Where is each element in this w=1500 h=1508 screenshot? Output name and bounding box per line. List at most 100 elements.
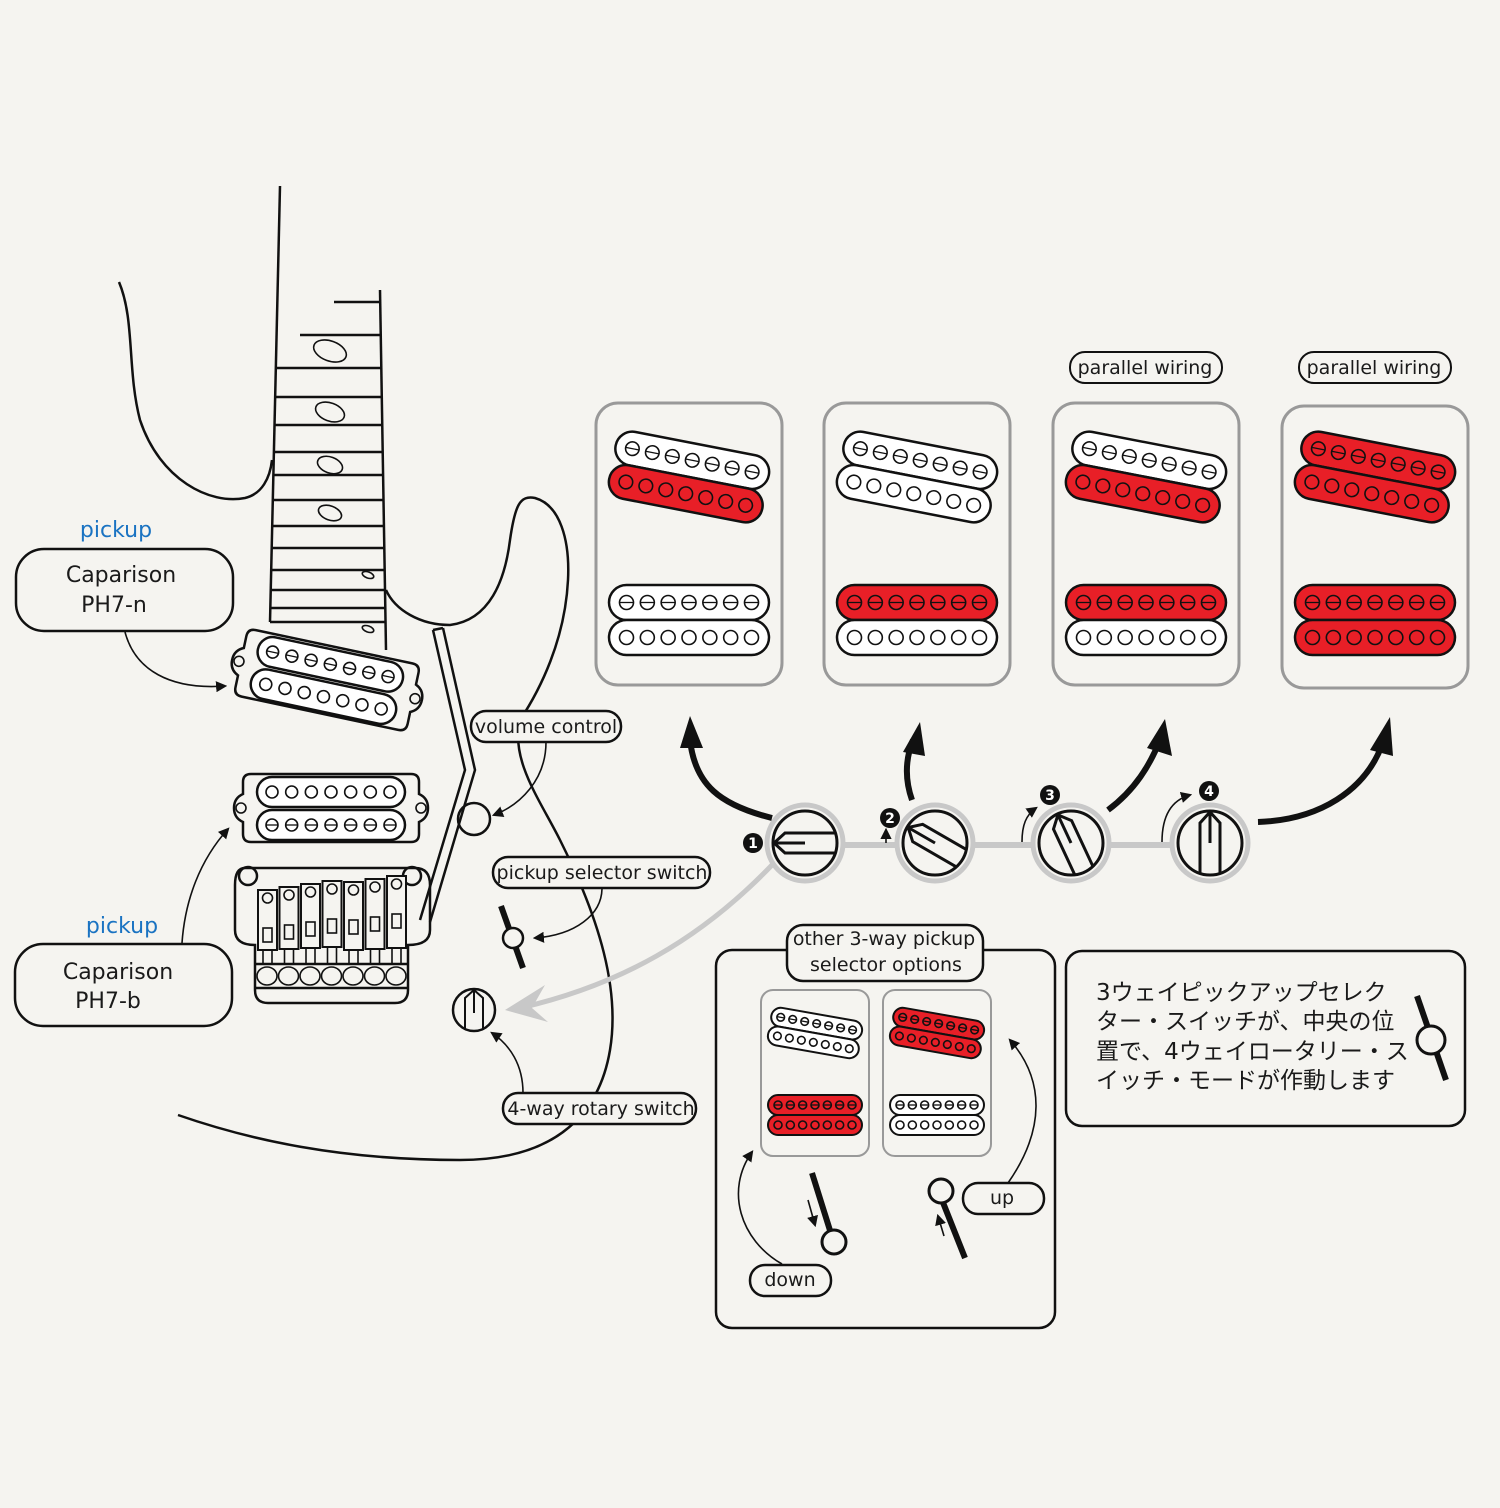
other-options-title-box xyxy=(785,923,985,983)
pole-piece xyxy=(932,1120,942,1130)
pole-piece xyxy=(1364,486,1380,502)
pole-piece xyxy=(363,785,378,799)
pole-piece xyxy=(906,486,922,502)
string-hole xyxy=(363,966,386,986)
pole-piece xyxy=(698,489,714,506)
pole-piece xyxy=(722,629,739,646)
small-neck-humbucker xyxy=(766,1006,864,1060)
down-pointer-arrow xyxy=(737,1150,783,1265)
pole-piece xyxy=(278,681,292,696)
up-state-panel xyxy=(882,989,992,1157)
rotary-switch-label: 4-way rotary switch xyxy=(507,1098,694,1120)
pole-piece xyxy=(718,493,734,510)
pole-piece xyxy=(773,1120,783,1130)
pole-piece xyxy=(304,785,319,799)
pole-piece xyxy=(971,629,988,646)
pole-piece xyxy=(872,444,888,461)
string-hole xyxy=(385,966,407,986)
pole-piece xyxy=(846,474,862,490)
pickup-selector-switch-icon[interactable] xyxy=(498,904,526,970)
pole-piece xyxy=(946,493,962,510)
position-panel-2 xyxy=(822,401,1012,687)
pole-piece xyxy=(966,497,982,513)
small-bridge-humbucker-slug-coil xyxy=(767,1114,863,1136)
pole-piece xyxy=(1075,474,1091,490)
pole-piece xyxy=(343,785,358,799)
pole-piece xyxy=(1195,497,1211,513)
pole-piece xyxy=(1404,493,1420,510)
pole-piece xyxy=(1429,629,1446,646)
pole-piece xyxy=(810,1120,820,1130)
pole-piece xyxy=(1388,629,1404,646)
parallel-wiring-label: parallel wiring xyxy=(1078,357,1213,379)
panel-neck-humbucker-slug-coil xyxy=(835,463,992,524)
pole-piece xyxy=(886,482,902,498)
note-line-3: 置で、4ウェイロータリー・ス xyxy=(1096,1039,1409,1065)
guitar-coil-top xyxy=(255,775,407,809)
fretboard-frets xyxy=(270,366,386,624)
note-line-2: ター・スイッチが、中央の位 xyxy=(1096,1009,1395,1035)
neck-pickup-heading: pickup xyxy=(80,518,152,543)
down-state-panel xyxy=(760,989,870,1157)
parallel-wiring-tag: parallel wiring xyxy=(1298,351,1452,384)
rotary-pointer-arrow xyxy=(490,1031,524,1094)
pole-piece xyxy=(926,489,942,506)
small-neck-humbucker xyxy=(888,1006,986,1060)
pole-piece xyxy=(304,653,318,668)
pole-piece xyxy=(285,649,299,663)
pole-piece xyxy=(1181,460,1197,476)
bridge-saddle xyxy=(386,875,407,965)
rotary-switch-icon[interactable] xyxy=(451,987,497,1033)
pole-piece xyxy=(950,629,967,646)
pole-piece xyxy=(822,1120,833,1130)
pole-piece xyxy=(785,1120,796,1130)
pole-piece xyxy=(944,1120,955,1130)
pole-piece xyxy=(832,1041,842,1052)
pole-piece xyxy=(1408,629,1425,646)
other-options-title-line1: other 3-way pickup xyxy=(793,928,975,950)
pole-piece xyxy=(1304,474,1320,490)
panel-neck-humbucker xyxy=(1293,430,1457,524)
pole-piece xyxy=(972,464,988,480)
pole-piece xyxy=(316,689,331,704)
panel-bridge-humbucker xyxy=(1293,583,1457,657)
position-badge-3: 3 xyxy=(1040,785,1060,805)
pole-piece xyxy=(1346,629,1362,646)
pole-piece xyxy=(658,482,674,498)
pole-piece xyxy=(894,1031,905,1041)
small-bridge-humbucker-screw-coil xyxy=(889,1094,985,1116)
selector-up-icon xyxy=(927,1177,968,1260)
string-hole xyxy=(299,966,321,986)
volume-knob-icon[interactable] xyxy=(456,801,492,837)
rotary-label-box xyxy=(501,1091,698,1126)
pole-piece xyxy=(1344,482,1360,498)
neck-pickup-box xyxy=(14,547,235,633)
pole-piece xyxy=(919,1120,930,1130)
guitar-coil-bottom xyxy=(249,668,398,726)
pole-piece xyxy=(618,474,634,490)
panel-bridge-humbucker-screw-coil xyxy=(835,583,999,622)
pole-piece xyxy=(381,669,395,684)
panel-bridge-humbucker-slug-coil xyxy=(1064,618,1228,657)
position-badge-2: 2 xyxy=(880,808,900,828)
pole-piece xyxy=(1075,629,1092,646)
knob-position-4-icon[interactable] xyxy=(1169,802,1251,884)
pole-piece xyxy=(1304,629,1321,646)
position-panel-4: parallel wiring xyxy=(1280,351,1470,690)
pole-piece xyxy=(738,497,754,513)
pole-piece xyxy=(1367,629,1383,646)
pole-piece xyxy=(867,629,884,646)
pole-piece xyxy=(383,785,397,799)
up-label-box xyxy=(961,1181,1046,1216)
knob-position-1-icon[interactable] xyxy=(764,802,846,884)
pole-piece xyxy=(866,478,882,494)
knob-position-3-icon[interactable] xyxy=(1030,802,1112,884)
bridge-saddle xyxy=(278,886,300,965)
position-badge-1: 1 xyxy=(743,833,763,853)
bridge-pickup-heading: pickup xyxy=(86,914,158,939)
volume-control-label: volume control xyxy=(475,716,617,738)
knob-position-2-icon[interactable] xyxy=(894,802,976,884)
selector-pointer-arrow xyxy=(532,887,603,943)
